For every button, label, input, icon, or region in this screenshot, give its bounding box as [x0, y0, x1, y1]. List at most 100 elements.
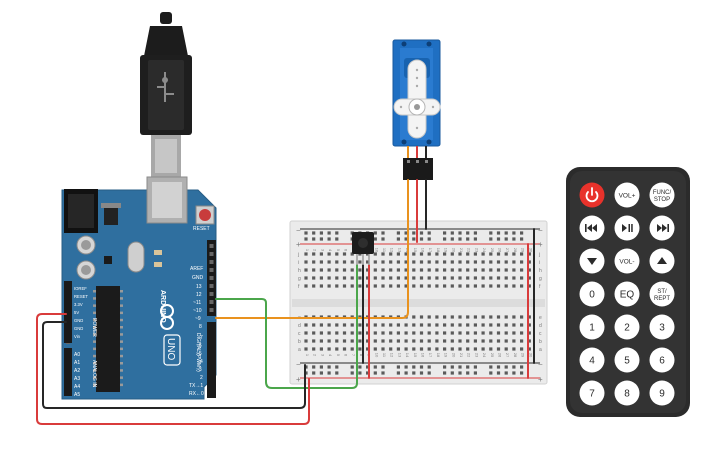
bottom-digital-pin-labels: 7 ~6 ~5 4 ~3 2 TX→1 RX←0: [189, 335, 204, 397]
column-number: 23: [474, 248, 479, 253]
column-number: 19: [444, 248, 449, 253]
two-button[interactable]: 2: [614, 314, 640, 340]
one-button[interactable]: 1: [579, 314, 605, 340]
svg-text:12: 12: [196, 292, 202, 298]
ir-receiver-sensor[interactable]: [352, 232, 374, 265]
svg-text:3.3V: 3.3V: [74, 302, 83, 307]
reset-button[interactable]: [199, 209, 211, 221]
svg-text:j: j: [538, 252, 540, 258]
rail-plus-top-left: +: [296, 240, 301, 249]
vol-minus-button[interactable]: VOL-: [614, 248, 640, 274]
svg-text:j: j: [297, 252, 299, 258]
column-number: 1: [305, 249, 310, 252]
top-digital-pin-labels: AREF GND 13 12 ~11 ~10 ~9 8: [190, 266, 204, 330]
svg-text:~5: ~5: [196, 351, 202, 357]
seven-label: 7: [589, 389, 595, 400]
brand-text: ARDUINO: [159, 290, 166, 323]
column-number: 5: [336, 249, 341, 252]
column-number: 18: [436, 353, 441, 358]
column-number: 28: [513, 353, 518, 358]
vol-plus-button[interactable]: VOL+: [614, 182, 640, 208]
func-stop-label-line1: FUNC/: [653, 190, 672, 196]
five-volt-wire[interactable]: [36, 313, 310, 425]
column-number: 27: [505, 248, 510, 253]
eight-label: 8: [624, 389, 630, 400]
ground-wire[interactable]: [42, 321, 306, 409]
svg-text:b: b: [298, 339, 301, 345]
column-number: 12: [390, 353, 395, 358]
six-button[interactable]: 6: [649, 347, 675, 373]
column-number: 10: [374, 248, 379, 253]
column-number: 28: [513, 248, 518, 253]
breadboard-column-numbers-top: 1234567891011121314151617181920212223242…: [305, 248, 533, 253]
svg-text:5V: 5V: [74, 310, 79, 315]
down-button[interactable]: [579, 248, 605, 274]
column-number: 21: [459, 248, 464, 253]
power-icon: [585, 187, 599, 203]
column-number: 11: [382, 353, 387, 358]
st-rept-label-line1: ST/: [657, 289, 667, 295]
svg-text:RX←0: RX←0: [189, 391, 204, 397]
column-number: 19: [444, 353, 449, 358]
five-button[interactable]: 5: [614, 347, 640, 373]
column-number: 29: [521, 353, 526, 358]
usb-cable-icon[interactable]: [140, 12, 192, 177]
column-number: 6: [344, 249, 349, 252]
zero-label: 0: [589, 290, 595, 301]
svg-text:RESET: RESET: [74, 294, 88, 299]
st-rept-button[interactable]: ST/REPT: [649, 281, 675, 307]
nine-button[interactable]: 9: [649, 380, 675, 406]
column-number: 29: [521, 248, 526, 253]
svg-text:AREF: AREF: [190, 266, 203, 272]
svg-text:TX→1: TX→1: [189, 383, 203, 389]
power-pin-labels: IOREF RESET 3.3V 5V GND GND Vin: [74, 286, 88, 339]
up-button[interactable]: [649, 248, 675, 274]
vol-minus-label: VOL-: [619, 258, 634, 265]
arduino-uno-board[interactable]: RESET ARDUINO UNO POWER ANALOG IN DIGITA…: [61, 176, 217, 400]
three-label: 3: [659, 323, 665, 334]
play-pause-button[interactable]: [614, 215, 640, 241]
six-label: 6: [659, 356, 665, 367]
column-number: 2: [313, 249, 318, 252]
ir-signal-wire[interactable]: [215, 264, 358, 389]
three-button[interactable]: 3: [649, 314, 675, 340]
svg-text:f: f: [298, 284, 300, 290]
column-number: 25: [490, 248, 495, 253]
svg-text:8: 8: [199, 324, 202, 330]
rail-plus-bottom-right: +: [538, 375, 543, 384]
servo-signal-wire[interactable]: [215, 179, 409, 319]
next-button[interactable]: [649, 215, 675, 241]
rail-minus-top-right: −: [538, 226, 543, 235]
column-number: 5: [336, 354, 341, 357]
column-number: 26: [498, 248, 503, 253]
func-stop-button[interactable]: FUNC/STOP: [649, 182, 675, 208]
power-button[interactable]: [579, 182, 605, 208]
servo-horn[interactable]: [393, 59, 441, 139]
vol-plus-label: VOL+: [619, 192, 636, 199]
prev-button[interactable]: [579, 215, 605, 241]
svg-text:IOREF: IOREF: [74, 286, 87, 291]
svg-text:d: d: [298, 323, 301, 329]
column-number: 12: [390, 248, 395, 253]
svg-text:4: 4: [200, 359, 203, 365]
breadboard[interactable]: − + − + − + − + j i h g f e d c b a j i …: [289, 220, 548, 385]
svg-text:~11: ~11: [193, 300, 201, 306]
svg-text:c: c: [298, 331, 301, 337]
svg-text:A0: A0: [74, 352, 80, 358]
column-number: 16: [421, 248, 426, 253]
prev-track-icon: [585, 224, 597, 232]
svg-text:e: e: [539, 315, 542, 321]
column-number: 25: [490, 353, 495, 358]
column-number: 21: [459, 353, 464, 358]
micro-servo-motor[interactable]: [392, 39, 441, 180]
seven-button[interactable]: 7: [579, 380, 605, 406]
eight-button[interactable]: 8: [614, 380, 640, 406]
eq-button[interactable]: EQ: [614, 281, 640, 307]
st-rept-label-line2: REPT: [654, 296, 670, 302]
svg-text:Vin: Vin: [74, 334, 81, 339]
svg-text:GND: GND: [74, 318, 83, 323]
zero-button[interactable]: 0: [579, 281, 605, 307]
four-button[interactable]: 4: [579, 347, 605, 373]
column-number: 1: [305, 354, 310, 357]
